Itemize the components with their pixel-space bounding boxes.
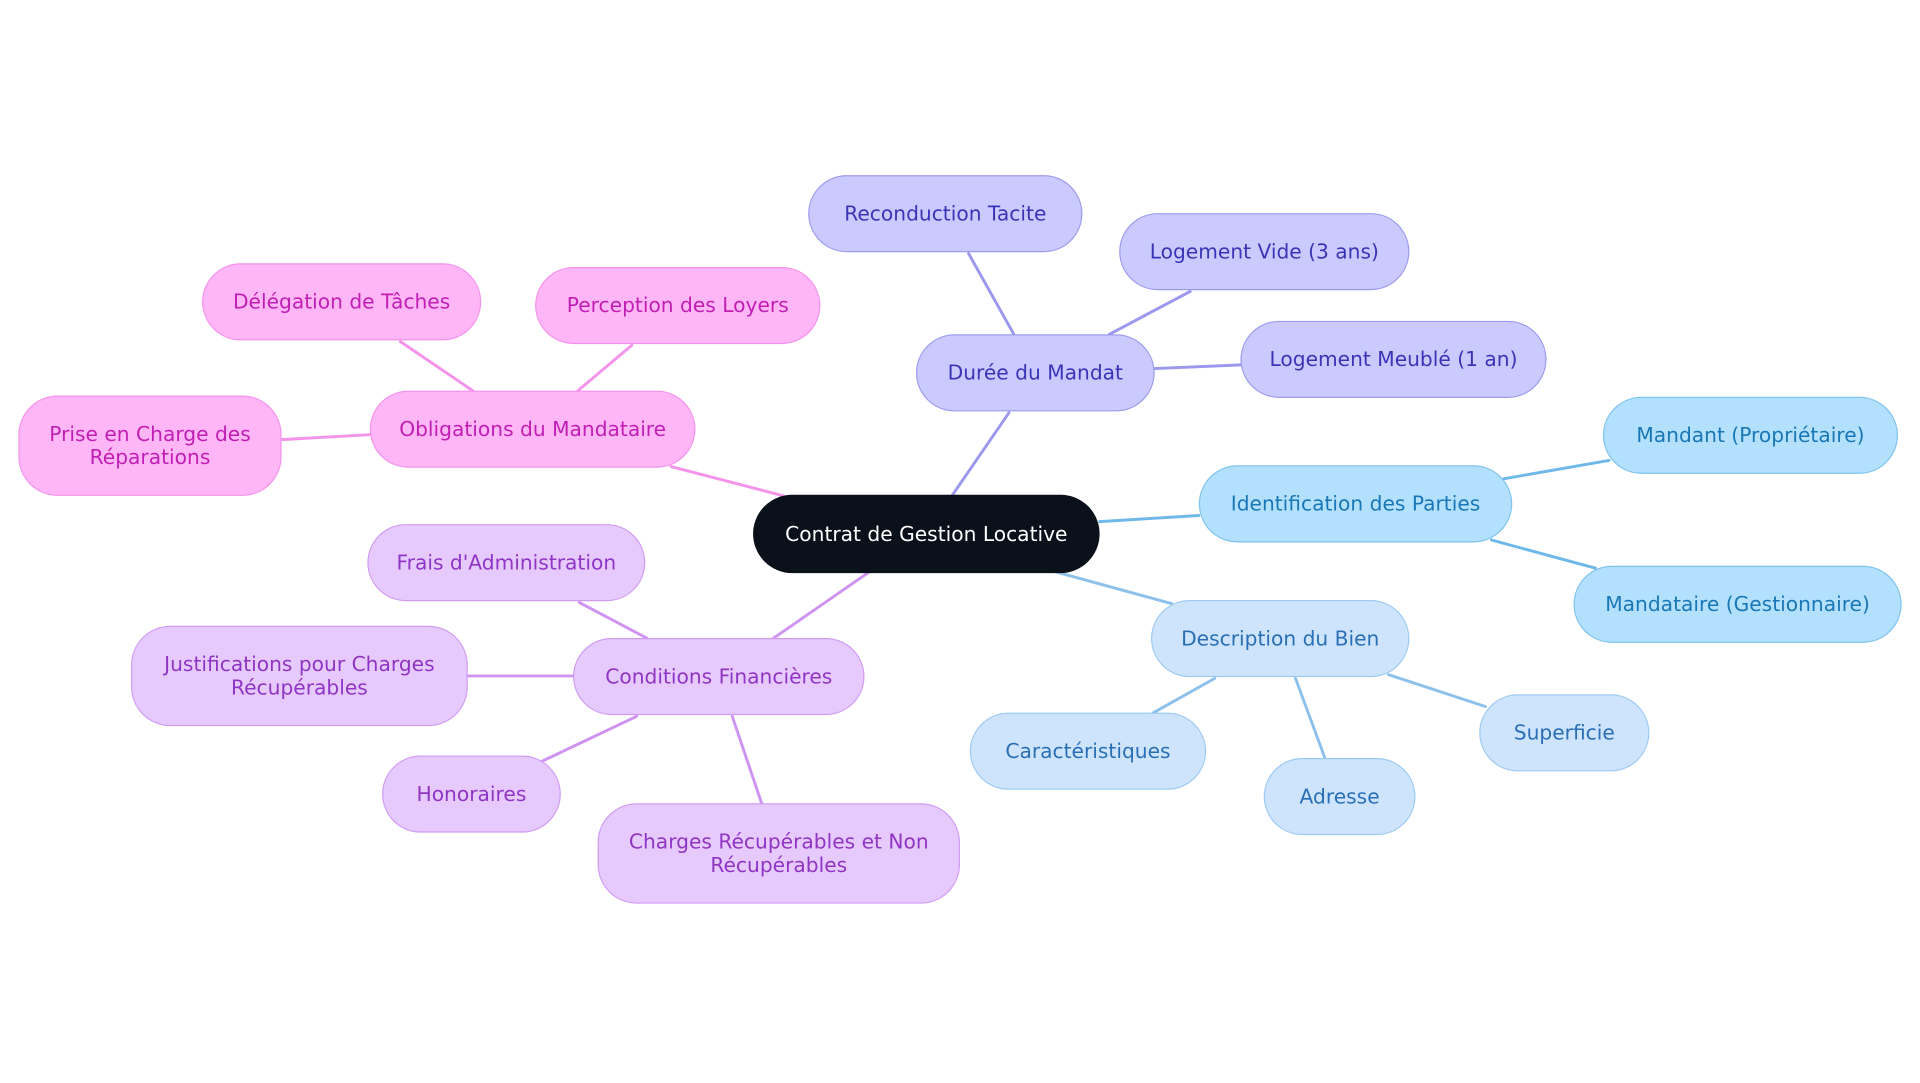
edge-conditions [772,570,871,640]
node-mandant[interactable]: Mandant (Propriétaire) [1602,396,1898,474]
edge-meuble [1153,363,1244,371]
node-root[interactable]: Contrat de Gestion Locative [753,494,1100,574]
node-honoraires[interactable]: Honoraires [382,755,561,833]
node-perception[interactable]: Perception des Loyers [535,266,821,345]
edge-adresse [1294,676,1327,760]
edge-vide [1107,289,1192,336]
edge-honoraires [539,714,639,764]
edge-reparations [280,433,372,442]
node-mandataire[interactable]: Mandataire (Gestionnaire) [1573,565,1902,643]
node-description[interactable]: Description du Bien [1151,600,1410,678]
edge-identification [1098,514,1201,524]
edge-reconduction [967,252,1016,336]
edge-frais [577,600,649,640]
edge-duree [951,411,1011,497]
node-superficie[interactable]: Superficie [1479,694,1650,772]
node-adresse[interactable]: Adresse [1263,757,1416,836]
node-conditions[interactable]: Conditions Financières [573,637,865,716]
node-duree[interactable]: Durée du Mandat [915,334,1155,412]
node-reparations[interactable]: Prise en Charge des Réparations [18,395,282,496]
edge-delegation [398,340,475,393]
node-frais[interactable]: Frais d'Administration [367,524,646,602]
edge-perception [576,343,634,393]
node-justifications[interactable]: Justifications pour Charges Récupérables [131,625,468,727]
node-vide[interactable]: Logement Vide (3 ans) [1119,213,1410,291]
edge-superficie [1387,673,1487,709]
node-charges[interactable]: Charges Récupérables et Non Récupérables [597,803,961,904]
node-delegation[interactable]: Délégation de Tâches [202,263,482,341]
edge-description [1054,570,1174,606]
edge-mandataire [1489,538,1597,570]
node-meuble[interactable]: Logement Meublé (1 an) [1240,320,1547,398]
node-obligations[interactable]: Obligations du Mandataire [369,390,696,468]
node-reconduction[interactable]: Reconduction Tacite [808,175,1083,253]
edge-caracteristiques [1152,676,1217,715]
edge-charges [730,714,764,805]
edge-obligations [669,465,786,498]
node-caracteristiques[interactable]: Caractéristiques [969,712,1207,790]
node-identification[interactable]: Identification des Parties [1198,465,1513,543]
edge-mandant [1502,458,1611,481]
